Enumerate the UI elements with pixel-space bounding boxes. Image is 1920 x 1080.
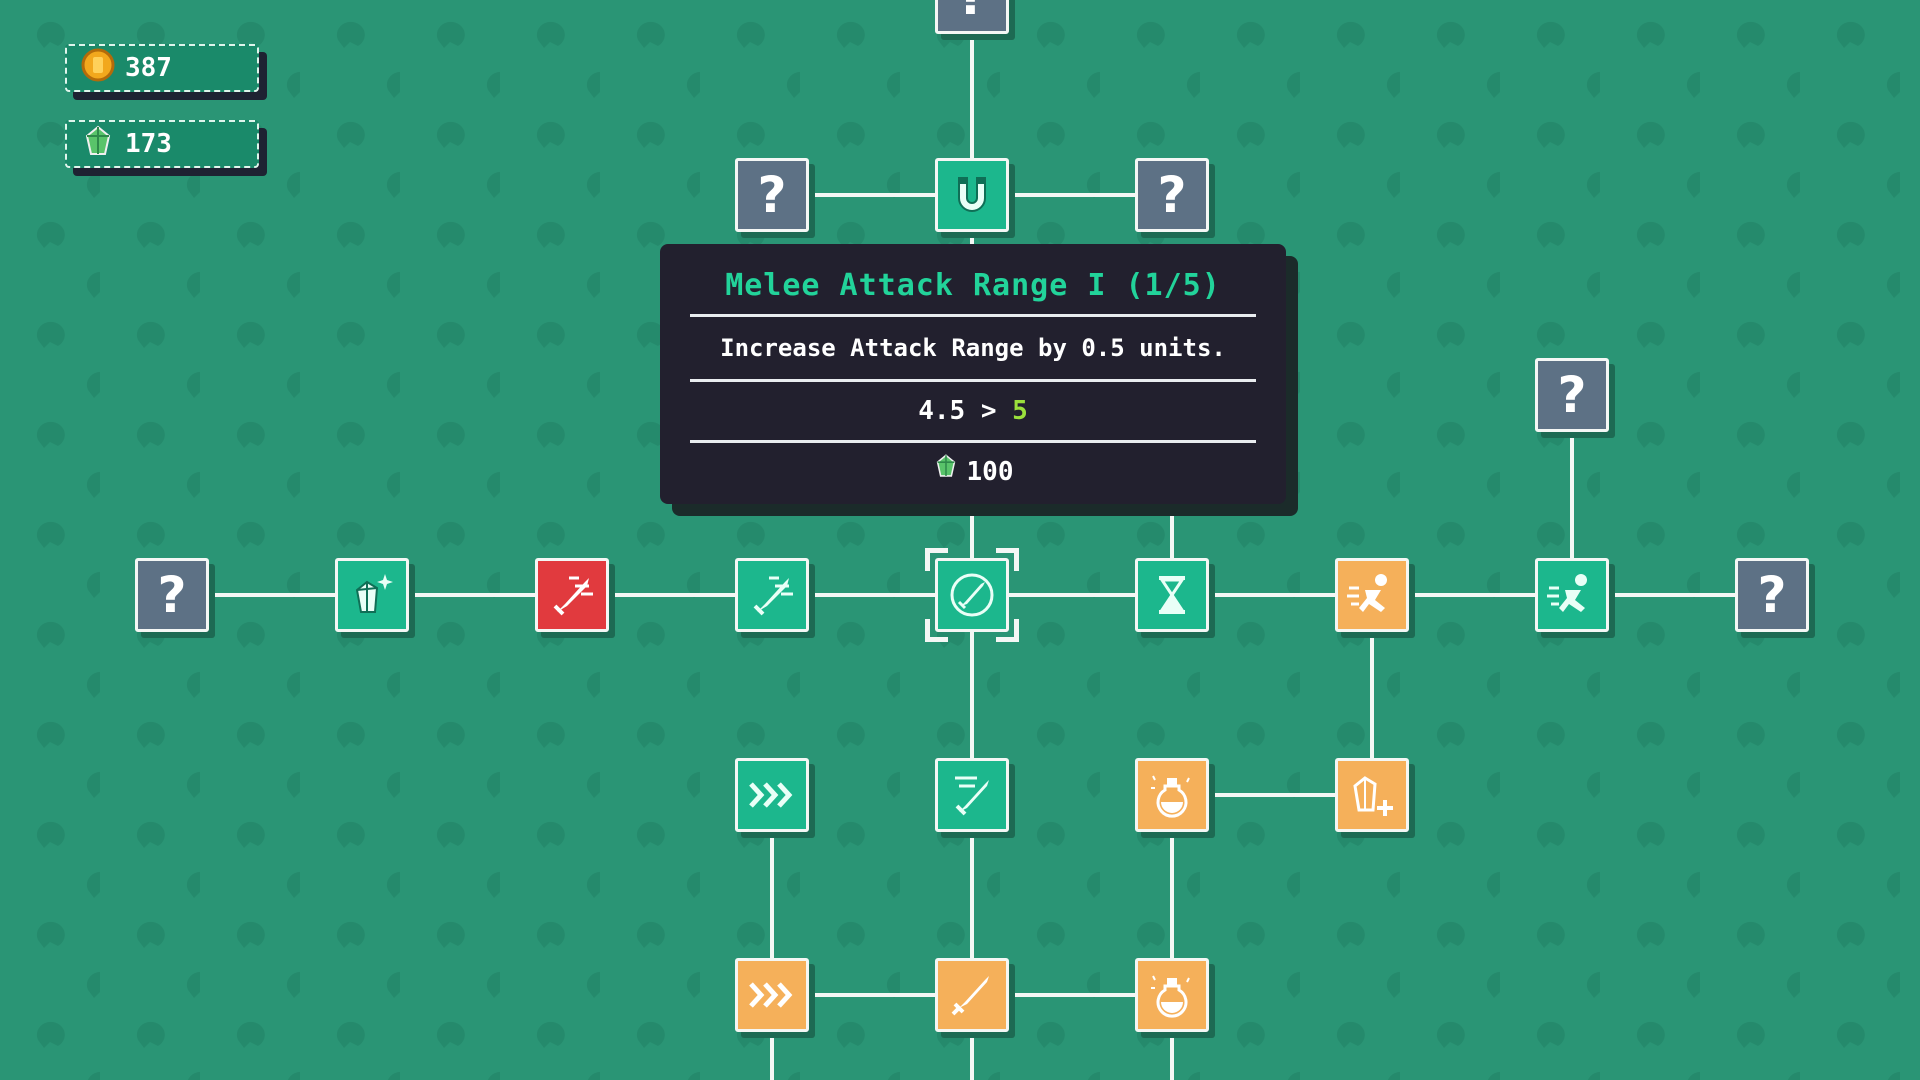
gem-value: 173 [125, 129, 172, 159]
potion-icon [1151, 975, 1190, 1018]
question-icon: ? [757, 166, 787, 224]
skill-node-sword-gold[interactable] [935, 958, 1009, 1032]
skill-node-sword-swing[interactable] [935, 758, 1009, 832]
skill-node-potion-gold-2[interactable] [1135, 958, 1209, 1032]
chevrons-icon [749, 782, 793, 808]
skill-node-top-left[interactable]: ? [735, 158, 809, 232]
skill-node-dash[interactable] [1535, 558, 1609, 632]
coin-icon [81, 48, 115, 89]
tooltip-stat-change: 4.5 > 5 [690, 388, 1256, 434]
question-icon: ? [1757, 566, 1787, 624]
skill-node-melee-attack-range[interactable] [925, 548, 1019, 642]
skill-node-move-speed-gold[interactable] [735, 958, 809, 1032]
selection-corner [925, 548, 948, 571]
skill-node-right-end[interactable]: ? [1735, 558, 1809, 632]
next-value: 5 [1012, 396, 1028, 426]
skill-node-potion-gold-1[interactable] [1135, 758, 1209, 832]
skill-tooltip: Melee Attack Range I (1/5) Increase Atta… [660, 244, 1286, 504]
chevrons-icon [749, 982, 793, 1008]
tooltip-divider [690, 440, 1256, 443]
tooltip-divider [690, 314, 1256, 317]
skill-node-crystal-plus[interactable] [1335, 758, 1409, 832]
potion-icon [1151, 775, 1190, 818]
crystal-plus-icon [1353, 776, 1393, 816]
question-icon: ? [1557, 366, 1587, 424]
skill-node-left-end[interactable]: ? [135, 558, 209, 632]
tooltip-title: Melee Attack Range I (1/5) [725, 268, 1221, 303]
running-figure-icon [1547, 574, 1587, 612]
cost-value: 100 [966, 457, 1014, 487]
skill-node-move-speed[interactable] [735, 758, 809, 832]
question-icon: ? [1157, 166, 1187, 224]
coin-counter: 387 [65, 44, 259, 92]
selection-corner [996, 619, 1019, 642]
tooltip-description: Increase Attack Range by 0.5 units. [720, 334, 1226, 362]
speed-sword-icon [753, 576, 793, 616]
question-icon: ? [957, 0, 986, 22]
sword-icon [951, 976, 989, 1016]
skill-node-cooldown[interactable] [1135, 558, 1209, 632]
selection-corner [925, 619, 948, 642]
gem-icon [933, 449, 959, 495]
skill-node-crystal-star[interactable] [335, 558, 409, 632]
current-value: 4.5 [918, 396, 966, 426]
skill-node-attack-speed-red[interactable] [535, 558, 609, 632]
tooltip-cost: 100 [690, 449, 1256, 495]
skill-node-top-right[interactable]: ? [1135, 158, 1209, 232]
running-figure-icon [1347, 574, 1387, 612]
sword-circle-icon [950, 573, 994, 617]
sword-slash-icon [955, 776, 989, 816]
skill-node-dash-gold[interactable] [1335, 558, 1409, 632]
skill-node-top-offscreen[interactable]: ? [935, 0, 1009, 34]
hourglass-icon [1159, 576, 1185, 614]
crystal-sparkle-icon [355, 574, 393, 613]
question-icon: ? [157, 566, 187, 624]
gem-counter: 173 [65, 120, 259, 168]
skill-node-magnet[interactable] [935, 158, 1009, 232]
magnet-icon [958, 177, 986, 212]
coin-value: 387 [125, 53, 172, 83]
gem-icon [81, 124, 115, 165]
speed-sword-icon [553, 576, 593, 616]
tooltip-divider [690, 379, 1256, 382]
arrow-glyph: > [980, 396, 997, 426]
skill-node-attack-speed[interactable] [735, 558, 809, 632]
selection-corner [996, 548, 1019, 571]
skill-node-far-right-top[interactable]: ? [1535, 358, 1609, 432]
